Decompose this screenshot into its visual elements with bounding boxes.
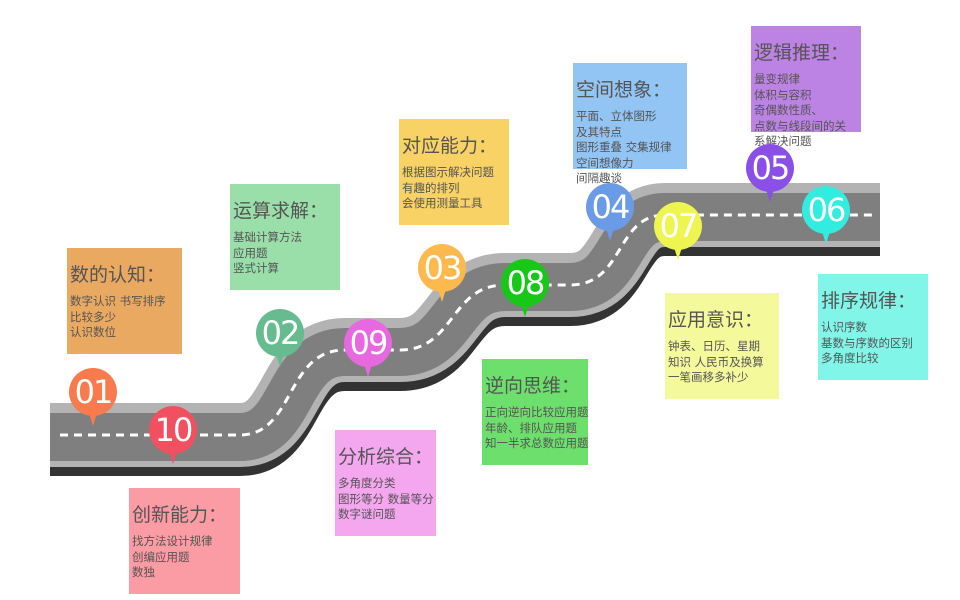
pin-number: 02 bbox=[261, 314, 301, 352]
stage-item: 有趣的排列 bbox=[402, 180, 460, 195]
stage-title: 空间想象： bbox=[576, 79, 672, 101]
stage-item: 应用题 bbox=[233, 245, 268, 260]
stage-item: 基数与序数的区别 bbox=[821, 335, 913, 350]
stage-item: 量变规律 bbox=[754, 72, 800, 86]
map-pin-04: 04 bbox=[586, 183, 634, 241]
stage-item: 体积与容积 bbox=[754, 87, 812, 102]
map-pin-10: 10 bbox=[149, 406, 197, 464]
stage-box-07: 应用意识： 钟表、日历、星期知识 人民币及换算一笔画移多补少 bbox=[665, 293, 779, 399]
pin-number: 06 bbox=[807, 191, 847, 229]
stage-title: 逆向思维： bbox=[485, 375, 581, 397]
stage-title: 应用意识： bbox=[668, 309, 764, 331]
map-pin-09: 09 bbox=[344, 319, 392, 377]
stage-title: 运算求解： bbox=[233, 200, 329, 222]
stage-item: 知一半求总数应用题 bbox=[485, 436, 589, 450]
center-dash-line bbox=[60, 213, 872, 437]
stage-item: 平面、立体图形 bbox=[576, 109, 657, 123]
stage-title: 数的认知： bbox=[70, 264, 166, 286]
stage-item: 数字认识 书写排序 bbox=[70, 294, 166, 308]
stage-item: 基础计算方法 bbox=[233, 230, 302, 244]
stage-item: 根据图示解决问题 bbox=[402, 165, 494, 179]
stage-item: 知识 人民币及换算 bbox=[668, 354, 764, 369]
stage-item: 一笔画移多补少 bbox=[668, 370, 749, 384]
stage-box-09: 分析综合： 多角度分类图形等分 数量等分数字谜问题 bbox=[335, 430, 436, 536]
stage-item: 点数与线段间的关 bbox=[754, 118, 846, 133]
stage-box-01: 数的认知： 数字认识 书写排序比较多少认识数位 bbox=[67, 248, 182, 354]
stage-title: 分析综合： bbox=[338, 446, 434, 468]
stage-box-08: 逆向思维： 正向逆向比较应用题年龄、排队应用题知一半求总数应用题 bbox=[482, 359, 589, 465]
stage-box-06: 排序规律： 认识序数基数与序数的区别多角度比较 bbox=[818, 274, 928, 380]
stage-item: 会使用测量工具 bbox=[402, 196, 483, 210]
stage-box-05: 逻辑推理：量变规律体积与容积奇偶数性质、点数与线段间的关系解决问题 bbox=[751, 26, 861, 148]
stage-item: 认识数位 bbox=[70, 325, 116, 339]
pin-number: 08 bbox=[506, 264, 546, 302]
stage-item: 间隔趣谈 bbox=[576, 171, 622, 185]
stage-title: 对应能力： bbox=[402, 135, 498, 157]
map-pin-07: 07 bbox=[654, 202, 702, 260]
stage-title: 创新能力： bbox=[132, 504, 228, 526]
stage-item: 数字谜问题 bbox=[338, 507, 396, 521]
stage-item: 多角度比较 bbox=[821, 351, 879, 365]
pin-number: 10 bbox=[154, 411, 194, 449]
stage-item: 奇偶数性质、 bbox=[754, 103, 823, 117]
stage-item: 找方法设计规律 bbox=[132, 534, 213, 548]
stage-box-03: 对应能力： 根据图示解决问题有趣的排列会使用测量工具 bbox=[399, 119, 509, 225]
stage-item: 比较多少 bbox=[70, 309, 116, 324]
stage-box-04: 空间想象： 平面、立体图形及其特点图形重叠 交集规律空间想像力间隔趣谈 bbox=[573, 63, 687, 185]
stage-item: 钟表、日历、星期 bbox=[668, 339, 760, 353]
stage-item: 正向逆向比较应用题 bbox=[485, 405, 589, 419]
stage-box-02: 运算求解： 基础计算方法应用题竖式计算 bbox=[230, 184, 340, 290]
map-pin-05: 05 bbox=[746, 144, 794, 202]
stage-item: 创编应用题 bbox=[132, 549, 190, 564]
stage-item: 图形等分 数量等分 bbox=[338, 491, 434, 506]
pin-number: 09 bbox=[349, 324, 389, 362]
pin-number: 03 bbox=[423, 249, 463, 287]
stage-item: 认识序数 bbox=[821, 320, 867, 334]
stage-item: 竖式计算 bbox=[233, 261, 279, 275]
pin-number: 04 bbox=[591, 188, 631, 226]
stage-item: 年龄、排队应用题 bbox=[485, 420, 577, 435]
stage-box-10: 创新能力： 找方法设计规律创编应用题数独 bbox=[129, 488, 240, 594]
map-pin-06: 06 bbox=[802, 186, 850, 244]
stage-item: 数独 bbox=[132, 565, 155, 579]
map-pin-02: 02 bbox=[256, 309, 304, 367]
stage-title: 逻辑推理： bbox=[754, 42, 850, 64]
stage-item: 图形重叠 交集规律 bbox=[576, 140, 672, 154]
stage-item: 多角度分类 bbox=[338, 476, 396, 490]
map-pin-03: 03 bbox=[418, 244, 466, 302]
stage-item: 空间想像力 bbox=[576, 155, 634, 170]
map-pin-01: 01 bbox=[69, 368, 117, 426]
stage-item: 及其特点 bbox=[576, 124, 622, 139]
pin-number: 05 bbox=[751, 149, 791, 187]
map-pin-08: 08 bbox=[501, 259, 549, 317]
pin-number: 07 bbox=[659, 207, 699, 245]
pin-number: 01 bbox=[74, 373, 114, 411]
stage-title: 排序规律： bbox=[821, 290, 917, 312]
